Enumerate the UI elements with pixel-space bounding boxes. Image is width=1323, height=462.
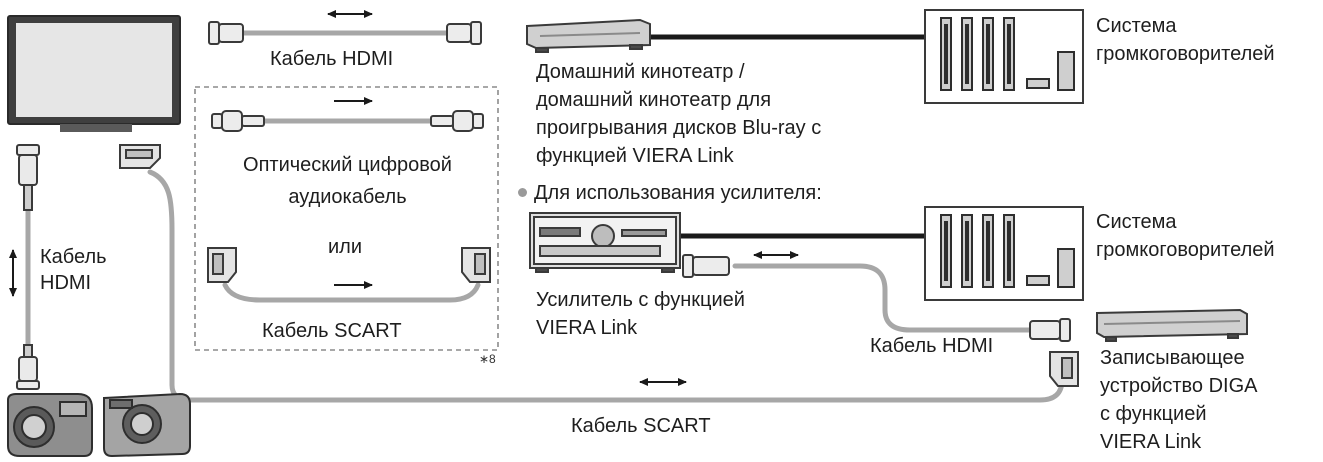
bullet-icon [518,188,527,197]
home-theater-label-line2: домашний кинотеатр для [536,89,772,111]
footnote-label: ∗8 [479,352,496,366]
hdmi-plug-icon [16,144,40,211]
amplifier-label: Усилитель с функцией VIERA Link [536,286,745,342]
hdmi-cable-left-label-line1: Кабель [40,246,107,268]
home-theater-label-line3: проигрывания дисков Blu-ray с [536,117,822,139]
scart-plug-icon [207,247,237,283]
amplifier-note-text: Для использования усилителя: [534,182,822,204]
speaker-system-icon [924,206,1084,301]
home-theater-player-icon [526,18,651,53]
hdmi-plug-icon [16,344,40,390]
optical-plug-icon [430,110,484,132]
amplifier-icon [529,212,681,273]
or-label: или [328,236,363,258]
diga-label-line2: устройство DIGA [1100,375,1258,397]
scart-plug-icon [1049,351,1079,387]
hdmi-plug-icon [208,21,244,45]
amplifier-label-line2: VIERA Link [536,317,638,339]
speaker-system-icon [924,9,1084,104]
diga-label-line3: с функцией [1100,403,1207,425]
hdmi-cable-right-label: Кабель HDMI [870,335,994,357]
home-theater-label-line1: Домашний кинотеатр / [536,61,745,83]
hdmi-plug-icon [1029,318,1071,342]
optical-plug-icon [211,110,265,132]
hdmi-cable-left-label-line2: HDMI [40,272,92,294]
speakers-amp-label: Система громкоговорителей [1096,208,1275,264]
amplifier-note: Для использования усилителя: [518,180,822,206]
diga-label: Записывающее устройство DIGA с функцией … [1100,344,1258,456]
scart-cable-bottom-label: Кабель SCART [571,415,711,437]
diga-label-line4: VIERA Link [1100,431,1202,453]
speakers-amp-label-line2: громкоговорителей [1096,239,1275,261]
optical-cable-label-line2: аудиокабель [288,186,407,208]
diga-recorder-icon [1096,308,1248,342]
home-theater-label-line4: функцией VIERA Link [536,145,734,167]
scart-plug-icon [119,144,161,169]
diga-label-line1: Записывающее [1100,347,1245,369]
optical-cable-label-line1: Оптический цифровой [243,154,452,176]
camcorder-icon [7,393,93,457]
hdmi-plug-icon [446,21,482,45]
scart-cable-box-label: Кабель SCART [262,320,402,342]
speakers-amp-label-line1: Система [1096,211,1177,233]
optical-cable-label: Оптический цифровой аудиокабель [210,152,485,210]
scart-cable-box-line [222,282,481,303]
speakers-top-label-line1: Система [1096,15,1177,37]
hdmi-cable-top-label: Кабель HDMI [270,48,394,70]
hdmi-plug-icon [682,254,730,278]
hdmi-cable-amp-diga-line [732,263,1033,333]
scart-plug-icon [461,247,491,283]
speakers-top-label-line2: громкоговорителей [1096,43,1275,65]
amplifier-label-line1: Усилитель с функцией [536,289,745,311]
hdmi-cable-left-label: Кабель HDMI [40,244,107,296]
tv-icon [7,15,181,132]
home-theater-label: Домашний кинотеатр / домашний кинотеатр … [536,58,821,170]
camera-icon [103,392,191,458]
options-dashed-box [194,86,499,351]
speakers-top-label: Система громкоговорителей [1096,12,1275,68]
